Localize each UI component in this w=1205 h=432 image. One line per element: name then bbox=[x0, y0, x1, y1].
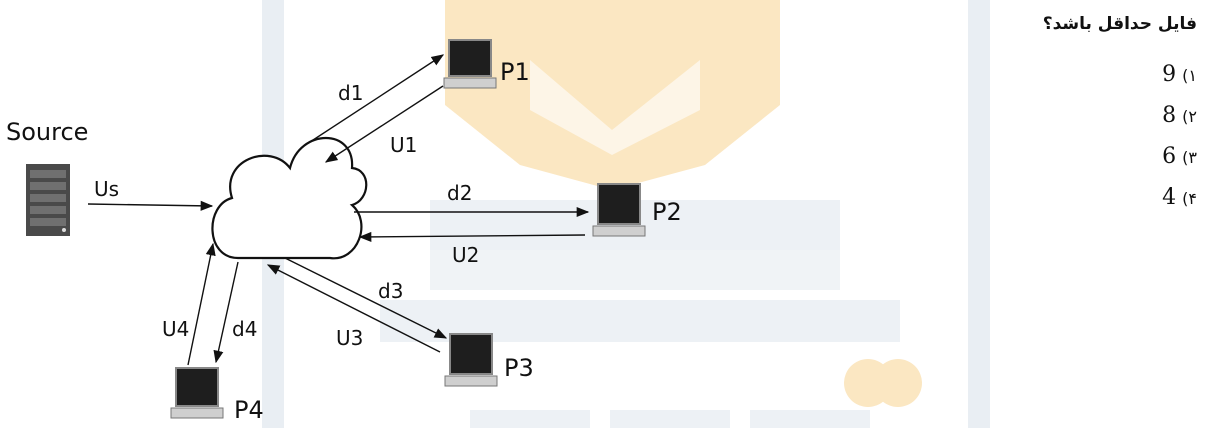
option-1: ۱) 9 bbox=[1077, 60, 1197, 101]
label-d4: d4 bbox=[232, 317, 257, 341]
arrow-u1 bbox=[324, 85, 444, 163]
label-d1: d1 bbox=[338, 81, 363, 105]
option-number: ۱) bbox=[1182, 66, 1197, 85]
label-p1: P1 bbox=[500, 58, 530, 86]
label-p4: P4 bbox=[234, 396, 264, 424]
label-u1: U1 bbox=[390, 133, 417, 157]
arrow-u2 bbox=[358, 231, 586, 242]
option-value: 8 bbox=[1162, 103, 1177, 128]
label-u2: U2 bbox=[452, 243, 479, 267]
cloud-icon bbox=[211, 136, 368, 260]
option-2: ۲) 8 bbox=[1077, 101, 1197, 142]
label-u4: U4 bbox=[162, 317, 189, 341]
laptop-p1-icon bbox=[443, 39, 497, 89]
arrow-u4 bbox=[187, 242, 216, 366]
label-p3: P3 bbox=[504, 354, 534, 382]
source-label: Source bbox=[6, 118, 88, 146]
laptop-p2-icon bbox=[592, 183, 646, 237]
label-us: Us bbox=[94, 177, 119, 201]
laptop-p4-icon bbox=[170, 367, 224, 419]
option-value: 6 bbox=[1162, 144, 1177, 169]
option-number: ۳) bbox=[1182, 148, 1197, 167]
label-u3: U3 bbox=[336, 326, 363, 350]
arrow-u3 bbox=[266, 264, 441, 353]
label-d3: d3 bbox=[378, 279, 403, 303]
option-4: ۴) 4 bbox=[1077, 183, 1197, 224]
label-d2: d2 bbox=[447, 181, 472, 205]
source-server-icon bbox=[26, 164, 70, 236]
p2p-network-diagram: Source Us d1 U1 d2 U2 d3 U3 U4 d4 P1 P2 … bbox=[6, 39, 682, 424]
label-p2: P2 bbox=[652, 198, 682, 226]
option-number: ۴) bbox=[1182, 189, 1197, 208]
arrow-d3 bbox=[284, 257, 448, 339]
laptop-p3-icon bbox=[444, 333, 498, 387]
arrow-d4 bbox=[213, 261, 239, 364]
question-text: فایل حداقل باشد؟ bbox=[1042, 14, 1197, 34]
answer-options: ۱) 9 ۲) 8 ۳) 6 ۴) 4 bbox=[1077, 60, 1197, 224]
arrow-us bbox=[87, 200, 214, 211]
arrow-d1 bbox=[309, 54, 445, 143]
option-number: ۲) bbox=[1182, 107, 1197, 126]
option-value: 9 bbox=[1162, 62, 1177, 87]
option-value: 4 bbox=[1162, 185, 1177, 210]
option-3: ۳) 6 bbox=[1077, 142, 1197, 183]
